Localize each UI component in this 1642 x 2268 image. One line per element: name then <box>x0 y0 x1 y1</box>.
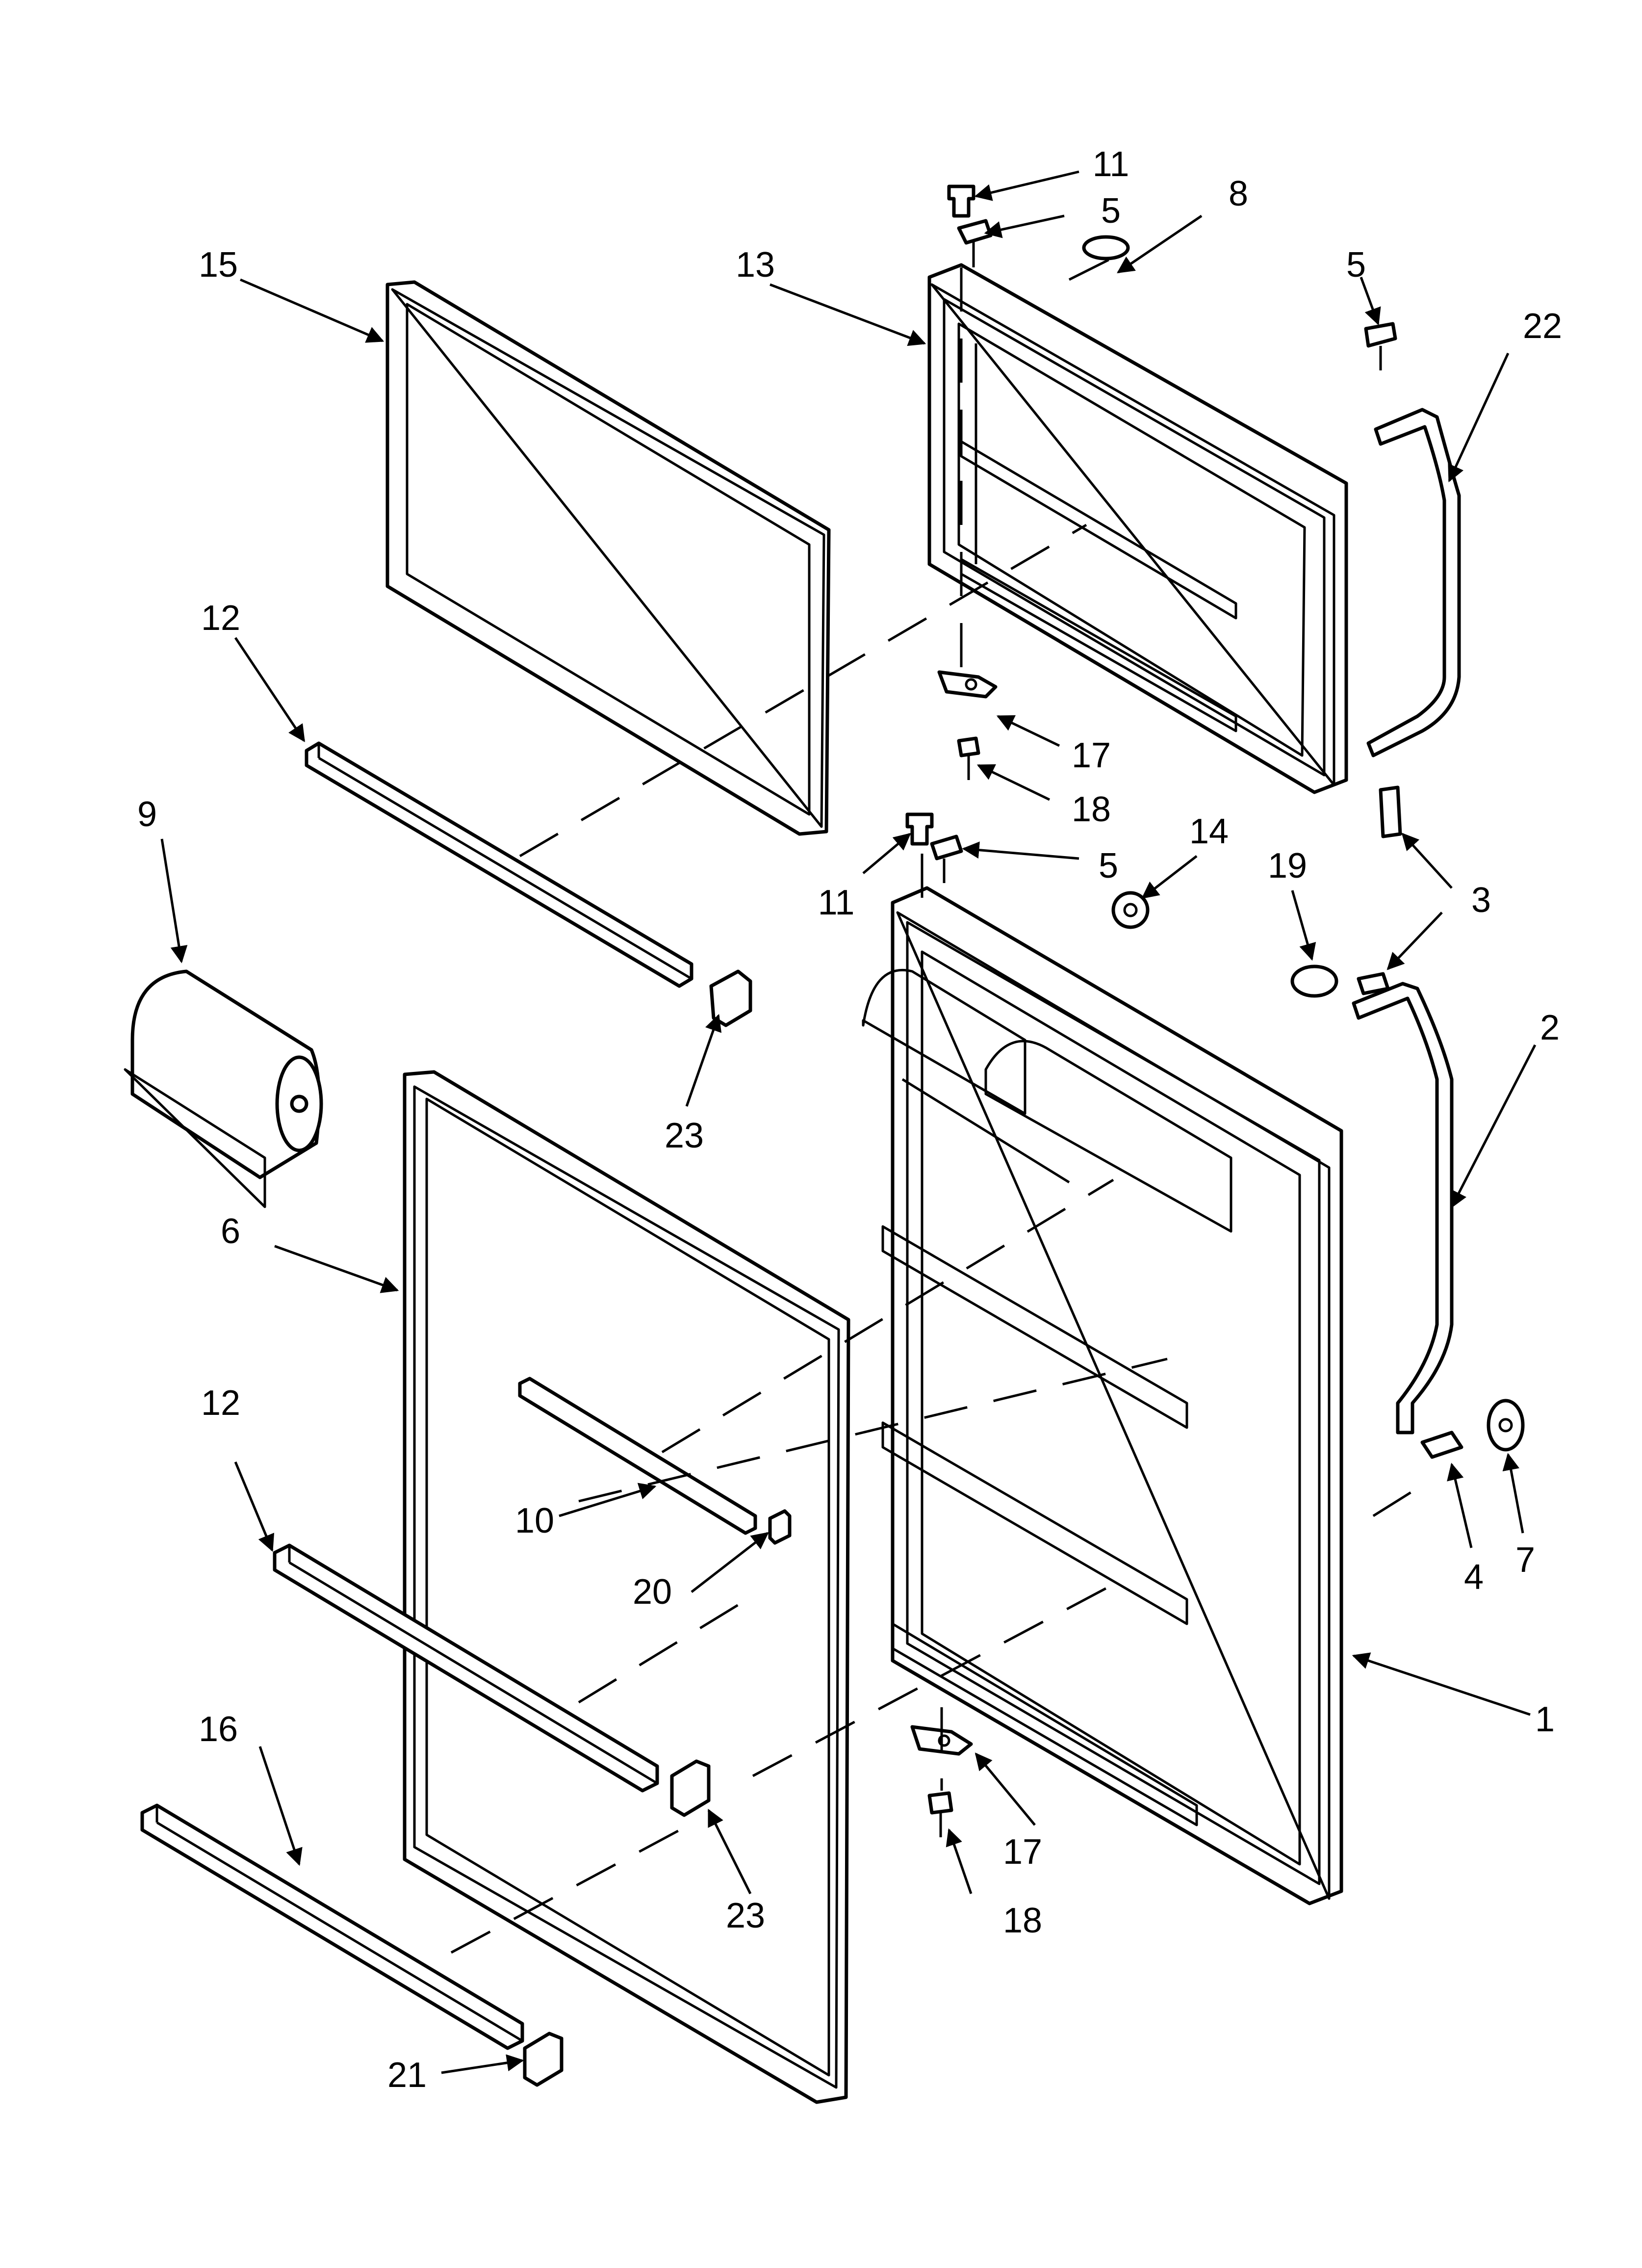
callout-7: 7 <box>1515 1540 1535 1580</box>
freezer-handle <box>1366 408 1461 757</box>
callout-1: 1 <box>1535 1700 1555 1739</box>
hole-plug-8 <box>1082 235 1130 261</box>
callout-20: 20 <box>633 1572 672 1612</box>
hinge-17-top <box>937 670 998 699</box>
door-shelf-end-cap-21 <box>523 2032 564 2087</box>
callout-9: 9 <box>137 795 157 834</box>
callout-17-top: 17 <box>1072 736 1111 775</box>
part-7-cap <box>1487 1399 1525 1452</box>
callout-11-top: 11 <box>1093 145 1129 184</box>
callout-22: 22 <box>1523 307 1562 346</box>
callout-14: 14 <box>1189 812 1229 851</box>
callout-19: 19 <box>1268 846 1307 886</box>
dairy-door <box>124 969 323 1208</box>
callout-8: 8 <box>1229 174 1248 213</box>
screw-4 <box>1420 1431 1463 1459</box>
callout-5-right: 5 <box>1346 245 1366 285</box>
hole-plug-19 <box>1290 965 1338 998</box>
callout-labels: 11 5 8 15 13 5 22 12 17 18 9 3 11 5 14 1… <box>137 145 1562 2095</box>
callout-23-lower: 23 <box>726 1896 765 1935</box>
freezer-door <box>927 263 1348 794</box>
callout-13: 13 <box>736 245 775 285</box>
callout-18-top: 18 <box>1072 790 1111 829</box>
screw-5-right <box>1364 322 1397 370</box>
assembly-dash-lines <box>450 254 1413 1954</box>
bar-clip-20 <box>768 1509 792 1545</box>
callout-23-upper: 23 <box>665 1116 704 1155</box>
screw-3-lower <box>1357 972 1390 995</box>
part-14-clip <box>1111 891 1150 929</box>
hinge-pin-cap-11-top <box>947 184 975 218</box>
callout-12-upper: 12 <box>201 599 240 638</box>
callout-6: 6 <box>221 1212 240 1251</box>
screw-18-bottom <box>927 1791 953 1837</box>
callout-12-lower: 12 <box>201 1383 240 1423</box>
door-bar-middle <box>518 1377 757 1535</box>
door-shelf-bar-lower <box>273 1543 659 1793</box>
callout-15: 15 <box>199 245 238 285</box>
callout-leader-lines <box>160 170 1537 2074</box>
callout-2: 2 <box>1540 1008 1560 1047</box>
callout-5-top: 5 <box>1101 191 1121 231</box>
callout-18-bottom: 18 <box>1003 1901 1042 1940</box>
door-shelf-end-cap-lower <box>670 1759 711 1817</box>
callout-5-mid: 5 <box>1099 846 1118 886</box>
fresh-food-door <box>862 886 1343 1905</box>
callout-11-mid: 11 <box>818 883 855 922</box>
callout-21: 21 <box>387 2056 427 2095</box>
fresh-food-handle <box>1352 982 1454 1434</box>
callout-3: 3 <box>1471 881 1491 920</box>
fresh-food-door-gasket <box>403 1070 850 2104</box>
callout-16: 16 <box>199 1710 238 1749</box>
door-shelf-bar-upper <box>305 741 693 988</box>
screw-18-top <box>957 736 980 780</box>
callout-4: 4 <box>1464 1558 1484 1597</box>
freezer-door-gasket <box>385 280 831 836</box>
callout-10: 10 <box>515 1501 554 1540</box>
hinge-pin-cap-11-mid <box>905 812 934 846</box>
door-shelf-bar-bottom <box>140 1803 524 2050</box>
callout-17-bottom: 17 <box>1003 1832 1042 1872</box>
screw-5-mid <box>930 834 963 883</box>
screw-3 <box>1379 785 1402 838</box>
screw-5-top <box>957 219 993 267</box>
